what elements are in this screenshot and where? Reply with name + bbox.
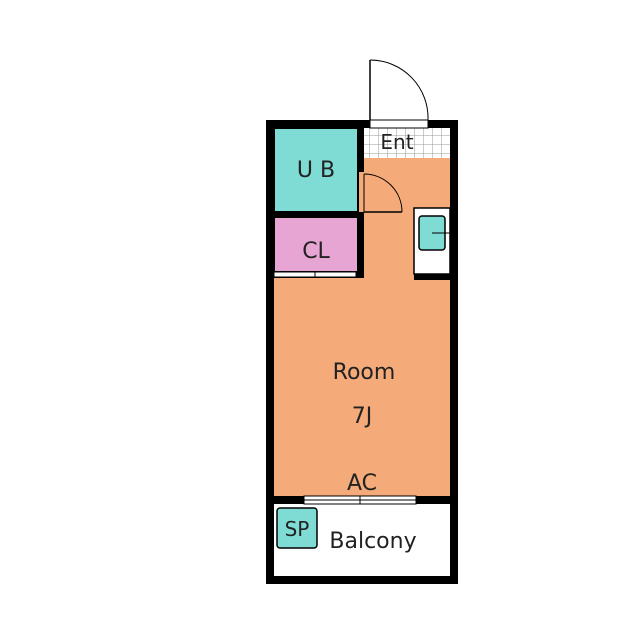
north-wall-right <box>428 120 458 128</box>
bath-east-wall <box>358 126 364 172</box>
kitchen-counter-wall <box>414 274 454 280</box>
kitchen-sink-icon <box>413 207 451 275</box>
room-size-label: 7J <box>352 404 373 429</box>
entrance-label: Ent <box>380 130 413 154</box>
bath-closet-partition-wall <box>270 212 364 218</box>
entrance-floor <box>364 126 454 158</box>
closet-label: CL <box>302 239 330 264</box>
sliding-window-icon[interactable] <box>303 495 417 505</box>
closet-east-wall <box>358 212 364 278</box>
south-wall <box>266 576 458 584</box>
entrance-door-icon[interactable] <box>369 59 429 129</box>
unit-bath-label: U B <box>297 158 335 183</box>
air-conditioner-label: AC <box>347 471 377 496</box>
balcony-label: Balcony <box>329 529 416 554</box>
west-wall <box>266 120 274 584</box>
room-label: Room <box>333 360 396 385</box>
north-wall-left <box>266 120 370 128</box>
door-swing-icon[interactable] <box>363 173 403 213</box>
east-wall <box>450 120 458 584</box>
storage-pan-box <box>276 507 318 549</box>
storage-pan-label: SP <box>285 517 310 541</box>
